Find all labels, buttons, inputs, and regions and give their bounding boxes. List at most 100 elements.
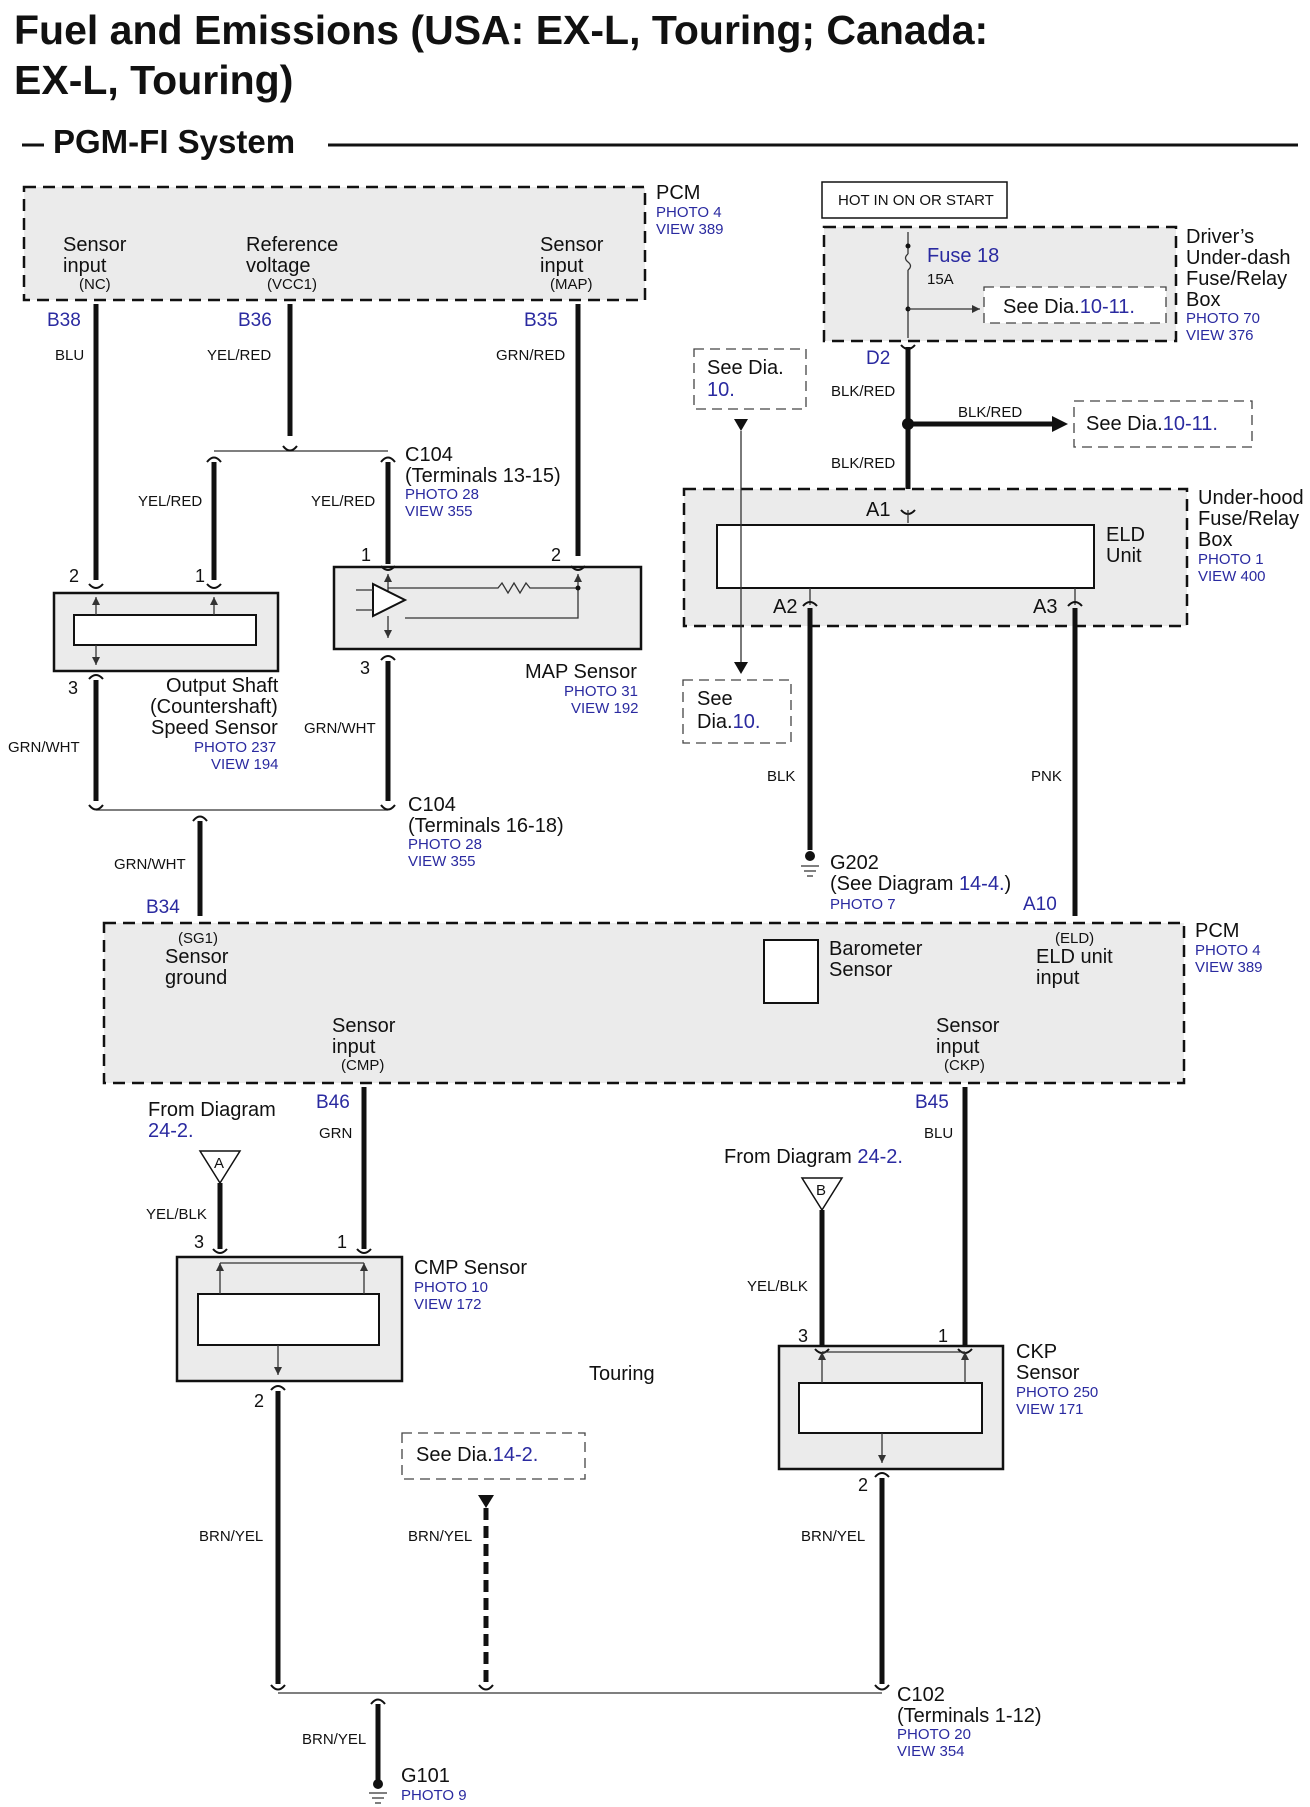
see-dia-10-11-fuse[interactable]: See Dia.10-11. [1003, 296, 1135, 318]
wire-label-blu: BLU [55, 347, 84, 364]
pcm-ckp-code: (CKP) [944, 1057, 985, 1074]
from-diagram-b[interactable]: From Diagram 24-2. [724, 1146, 903, 1168]
oss-label-3: Speed Sensor [151, 717, 278, 739]
pin-a10: A10 [1023, 894, 1057, 915]
c102-socket-mid [478, 1684, 494, 1691]
ckp-pin-1: 1 [938, 1326, 948, 1346]
c102-name: C102 [897, 1684, 945, 1706]
wire-label-yelred-right: YEL/RED [311, 493, 375, 510]
c104-bottom-socket-right [380, 804, 396, 811]
c104-top-photo: PHOTO 28 [405, 486, 479, 503]
cmp-sensor-photo: PHOTO 10 [414, 1279, 488, 1296]
map-plug-3 [380, 655, 396, 661]
c104-top-name: C104 [405, 444, 453, 466]
a3-plug [1067, 601, 1083, 607]
wire-label-brnyel-mid: BRN/YEL [408, 1528, 472, 1545]
c102-socket-cmp [270, 1684, 286, 1691]
pcm-vcc-label-1: Reference [246, 234, 338, 256]
pcm-nc-label-2: input [63, 255, 107, 277]
see-dia-10-top-arrowhead [734, 419, 748, 431]
g202-see[interactable]: (See Diagram 14-4.) [830, 873, 1011, 895]
ckp-sensor-label-2: Sensor [1016, 1362, 1080, 1384]
pcm-main-name: PCM [1195, 920, 1239, 942]
connector-a-triangle [198, 1150, 242, 1185]
wire-label-blk: BLK [767, 768, 795, 785]
see-dia-10-top-line1[interactable]: See Dia. [707, 357, 784, 379]
wire-label-yelblk-b: YEL/BLK [747, 1278, 808, 1295]
cmp-sensor-name: CMP Sensor [414, 1257, 527, 1279]
cmp-socket-3 [212, 1248, 228, 1254]
wire-label-brnyel-ckp: BRN/YEL [801, 1528, 865, 1545]
map-amp-inputs [356, 589, 373, 611]
see-dia-10-top-box [693, 348, 807, 410]
g101-name: G101 [401, 1765, 450, 1787]
cmp-pin-1: 1 [337, 1232, 347, 1252]
see-dia-14-2[interactable]: See Dia.14-2. [416, 1444, 538, 1466]
c104-top-socket-center [282, 445, 298, 452]
touring-label: Touring [589, 1363, 655, 1385]
oss-socket-2 [88, 583, 104, 589]
map-sensor-view: VIEW 192 [571, 700, 639, 717]
underdash-view: VIEW 376 [1186, 327, 1254, 344]
oss-label-2: (Countershaft) [150, 696, 278, 718]
pin-b38: B38 [47, 310, 81, 331]
hot-in-label: HOT IN ON OR START [838, 192, 994, 209]
pcm-top-photo: PHOTO 4 [656, 204, 722, 221]
c104-top-terminals: (Terminals 13-15) [405, 465, 561, 487]
pin-b45: B45 [915, 1092, 949, 1113]
fuse-dot [905, 243, 911, 249]
connector-a-label: A [214, 1155, 224, 1172]
wire-label-brnyel-cmp: BRN/YEL [199, 1528, 263, 1545]
see-dia-10-mid-line1[interactable]: See [697, 688, 733, 710]
pcm-map-code: (MAP) [550, 276, 593, 293]
c104-top-socket-right [380, 456, 396, 463]
pcm-vcc-label-2: voltage [246, 255, 311, 277]
pcm-eld-label-1: ELD unit [1036, 946, 1113, 968]
g202-ground-symbol [801, 865, 819, 877]
see-dia-right-num: 10-11. [1163, 413, 1218, 435]
map-amplifier-symbol [372, 582, 408, 618]
cmp-plug-2 [270, 1385, 286, 1391]
c102-view: VIEW 354 [897, 1743, 965, 1760]
wire-label-pnk: PNK [1031, 768, 1062, 785]
see-dia-10-mid-line2[interactable]: Dia.10. [697, 711, 760, 733]
wire-label-yelred-left: YEL/RED [138, 493, 202, 510]
pcm-vcc-code: (VCC1) [267, 276, 317, 293]
see-dia-10-top-line2[interactable]: 10. [707, 379, 735, 401]
underdash-label-3: Fuse/Relay [1186, 268, 1287, 290]
c104-bottom-plug [192, 815, 208, 822]
barometer-label-2: Sensor [829, 959, 893, 981]
underhood-label-2: Fuse/Relay [1198, 508, 1299, 530]
pcm-top-box [22, 185, 647, 302]
underdash-fuse-box [822, 225, 1178, 343]
pcm-nc-code: (NC) [79, 276, 111, 293]
g202-see-suffix: ) [1005, 873, 1012, 895]
see-dia-10-11-right[interactable]: See Dia.10-11. [1086, 413, 1218, 435]
wire-label-blu-b45: BLU [924, 1125, 953, 1142]
from-diagram-b-prefix: From Diagram [724, 1146, 857, 1168]
oss-socket-1 [206, 583, 222, 589]
connector-b-triangle [800, 1177, 844, 1212]
fuse-18-label: Fuse 18 [927, 245, 999, 267]
g202-node [805, 851, 815, 861]
a2-plug [802, 601, 818, 607]
pcm-sg1-code: (SG1) [178, 930, 218, 947]
page-title-line2: EX-L, Touring) [14, 57, 293, 103]
ckp-plug-2 [874, 1472, 890, 1478]
see-dia-10-11-fuse-box [983, 286, 1167, 324]
pcm-main-view: VIEW 389 [1195, 959, 1263, 976]
underhood-photo: PHOTO 1 [1198, 551, 1264, 568]
pin-a2: A2 [773, 596, 797, 618]
eld-unit-label-1: ELD [1106, 524, 1145, 546]
map-return-line [405, 588, 579, 619]
oss-pin-2: 2 [69, 566, 79, 586]
wire-label-grnwht-b34: GRN/WHT [114, 856, 186, 873]
c102-terminals: (Terminals 1-12) [897, 1705, 1041, 1727]
wire-label-grn: GRN [319, 1125, 352, 1142]
map-socket-1 [380, 565, 396, 571]
underhood-label-3: Box [1198, 529, 1232, 551]
from-diagram-a-num[interactable]: 24-2. [148, 1120, 194, 1142]
pin-b36: B36 [238, 310, 272, 331]
ckp-sensor-view: VIEW 171 [1016, 1401, 1084, 1418]
